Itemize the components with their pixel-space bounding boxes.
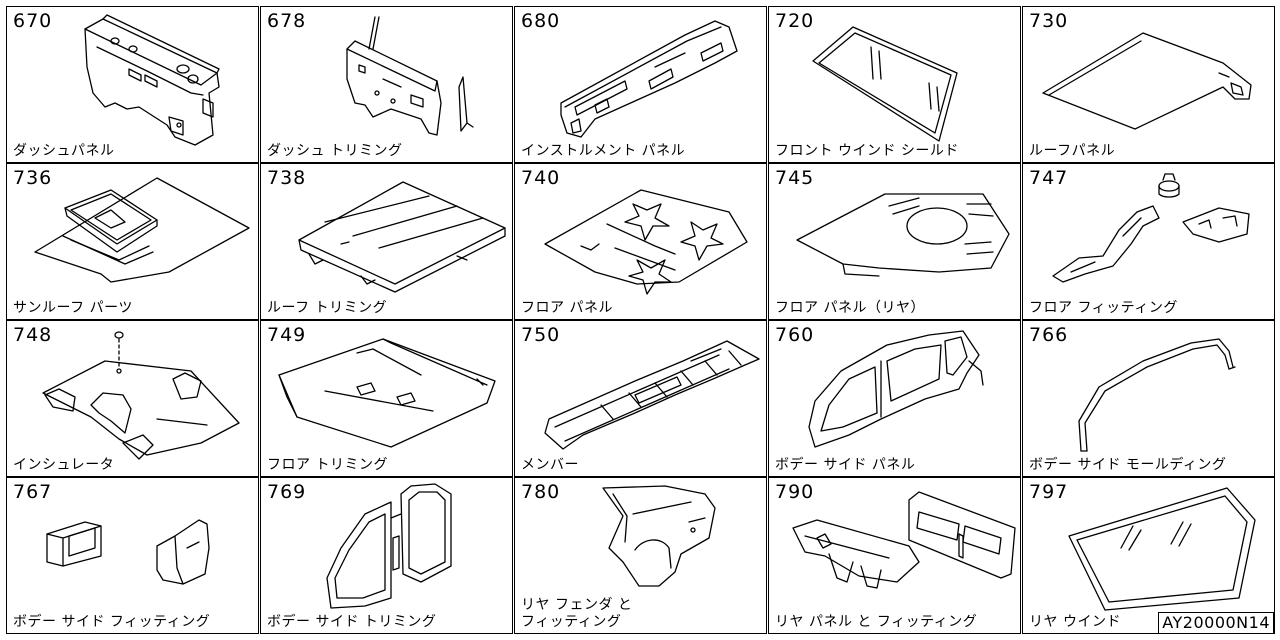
part-cell-748[interactable]: 748 インシュレータ: [6, 320, 259, 477]
sunroof-parts-illustration: [7, 164, 260, 321]
part-code: 749: [267, 324, 307, 346]
part-cell-767[interactable]: 767 ボデー サイド フィッティング: [6, 477, 259, 634]
rear-panel-illustration: [769, 478, 1022, 635]
part-code: 750: [521, 324, 561, 346]
rear-window-illustration: [1023, 478, 1276, 635]
part-cell-740[interactable]: 740 フロア パネル: [514, 163, 767, 320]
part-code: 797: [1029, 481, 1069, 503]
part-cell-680[interactable]: 680 インストルメント パネル: [514, 6, 767, 163]
floor-panel-illustration: [515, 164, 768, 321]
part-cell-678[interactable]: 678 ダッシュ トリミング: [260, 6, 513, 163]
part-code: 745: [775, 167, 815, 189]
part-label: インシュレータ: [13, 457, 115, 473]
part-code: 730: [1029, 10, 1069, 32]
part-cell-797[interactable]: 797 リヤ ウインド: [1022, 477, 1275, 634]
insulator-illustration: [7, 321, 260, 478]
part-label: ボデー サイド トリミング: [267, 614, 437, 630]
part-cell-745[interactable]: 745 フロア パネル（リヤ）: [768, 163, 1021, 320]
part-label: フロア パネル（リヤ）: [775, 300, 925, 316]
part-code: 738: [267, 167, 307, 189]
part-label: ダッシュ トリミング: [267, 143, 403, 159]
floor-fitting-illustration: [1023, 164, 1276, 321]
part-cell-790[interactable]: 790 リヤ パネル と フィッティング: [768, 477, 1021, 634]
part-code: 748: [13, 324, 53, 346]
part-code: 678: [267, 10, 307, 32]
part-cell-769[interactable]: 769 ボデー サイド トリミング: [260, 477, 513, 634]
part-code: 790: [775, 481, 815, 503]
floor-trimming-illustration: [261, 321, 514, 478]
part-label: フロア フィッティング: [1029, 300, 1178, 316]
part-cell-760[interactable]: 760 ボデー サイド パネル: [768, 320, 1021, 477]
part-label: リヤ ウインド: [1029, 614, 1121, 630]
part-label: ルーフ トリミング: [267, 300, 388, 316]
part-code: 780: [521, 481, 561, 503]
part-label: ボデー サイド パネル: [775, 457, 916, 473]
part-cell-780[interactable]: 780 リヤ フェンダ と フィッティング: [514, 477, 767, 634]
part-cell-747[interactable]: 747 フロア フィッティング: [1022, 163, 1275, 320]
part-label: リヤ パネル と フィッティング: [775, 614, 978, 630]
instrument-panel-illustration: [515, 7, 768, 164]
part-code: 740: [521, 167, 561, 189]
part-code: 670: [13, 10, 53, 32]
body-side-trimming-illustration: [261, 478, 514, 635]
body-side-molding-illustration: [1023, 321, 1276, 478]
part-cell-750[interactable]: 750 メンバー: [514, 320, 767, 477]
part-cell-766[interactable]: 766 ボデー サイド モールディング: [1022, 320, 1275, 477]
catalog-reference-number: AY20000N14: [1158, 612, 1274, 634]
part-cell-670[interactable]: 670 ダッシュパネル: [6, 6, 259, 163]
member-frame-illustration: [515, 321, 768, 478]
part-label: リヤ フェンダ と フィッティング: [521, 597, 633, 630]
part-cell-720[interactable]: 720 フロント ウインド シールド: [768, 6, 1021, 163]
rear-fender-illustration: [515, 478, 768, 635]
part-cell-749[interactable]: 749 フロア トリミング: [260, 320, 513, 477]
part-label: サンルーフ パーツ: [13, 300, 133, 316]
part-cell-738[interactable]: 738 ルーフ トリミング: [260, 163, 513, 320]
body-side-fitting-illustration: [7, 478, 260, 635]
part-label: ルーフパネル: [1029, 143, 1116, 159]
part-code: 747: [1029, 167, 1069, 189]
part-label: メンバー: [521, 457, 579, 473]
dash-trimming-illustration: [261, 7, 514, 164]
part-label: フロア トリミング: [267, 457, 388, 473]
parts-grid: 670 ダッシュパネル 678 ダッシュ トリミング: [6, 6, 1275, 634]
part-code: 680: [521, 10, 561, 32]
part-code: 720: [775, 10, 815, 32]
part-code: 766: [1029, 324, 1069, 346]
roof-trimming-illustration: [261, 164, 514, 321]
roof-panel-illustration: [1023, 7, 1276, 164]
dash-panel-illustration: [7, 7, 260, 164]
part-code: 760: [775, 324, 815, 346]
rear-floor-panel-illustration: [769, 164, 1022, 321]
body-side-panel-illustration: [769, 321, 1022, 478]
part-label: インストルメント パネル: [521, 143, 686, 159]
part-code: 767: [13, 481, 53, 503]
part-cell-736[interactable]: 736 サンルーフ パーツ: [6, 163, 259, 320]
front-windshield-illustration: [769, 7, 1022, 164]
part-cell-730[interactable]: 730 ルーフパネル: [1022, 6, 1275, 163]
part-code: 769: [267, 481, 307, 503]
part-label: ダッシュパネル: [13, 143, 115, 159]
part-code: 736: [13, 167, 53, 189]
part-label: フロント ウインド シールド: [775, 143, 959, 159]
part-label: ボデー サイド フィッティング: [13, 614, 211, 630]
part-label: ボデー サイド モールディング: [1029, 457, 1227, 473]
part-label: フロア パネル: [521, 300, 613, 316]
